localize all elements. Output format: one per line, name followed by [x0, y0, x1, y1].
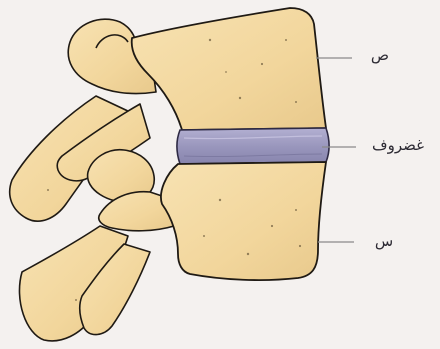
upper-vertebral-body: [132, 8, 326, 130]
label-lower-vertebra-text: س: [375, 232, 393, 250]
label-lower-vertebra: س: [318, 232, 393, 250]
label-disc: غضروف: [322, 136, 424, 154]
label-upper-vertebra-text: ص: [371, 46, 389, 64]
intervertebral-disc: [177, 128, 329, 164]
label-disc-text: غضروف: [372, 136, 424, 154]
label-upper-vertebra: ص: [316, 46, 389, 64]
lower-vertebral-body: [161, 162, 326, 280]
